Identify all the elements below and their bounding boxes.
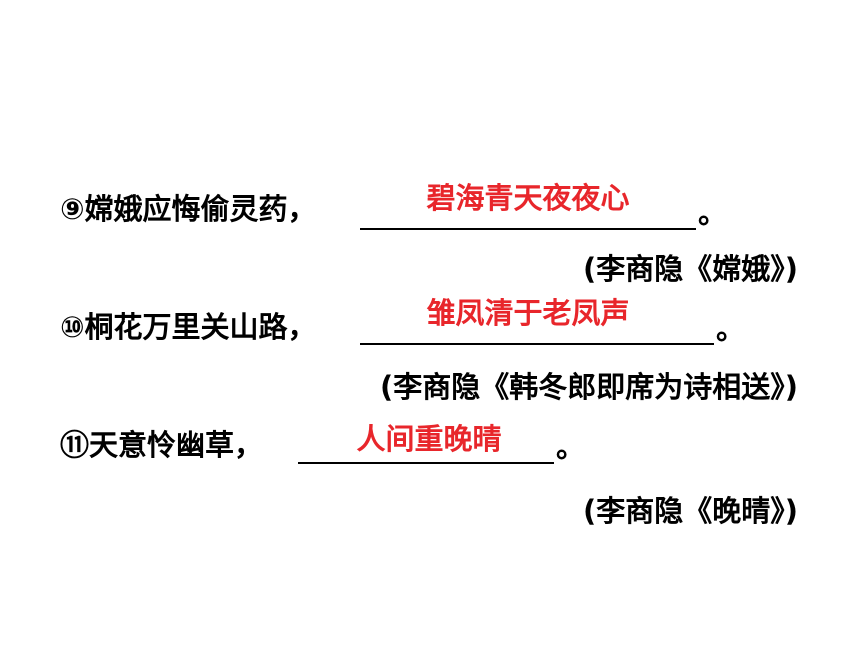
question-10-blank [360,343,714,345]
question-10-prompt: ⑩桐花万里关山路， [60,310,317,344]
question-11-period: 。 [556,430,586,464]
question-10-period: 。 [716,312,746,346]
question-9-blank [360,228,696,230]
question-10-source: (李商隐《韩冬郎即席为诗相送》) [379,370,798,404]
question-9-source: (李商隐《嫦娥》) [582,252,798,286]
question-11-answer: 人间重晚晴 [356,422,502,456]
question-10-answer: 雏凤清于老凤声 [426,296,630,330]
question-11-blank [298,462,554,464]
question-9-period: 。 [698,196,728,230]
question-11-source: (李商隐《晚晴》) [582,494,798,528]
question-9-prompt: ⑨嫦娥应悔偷灵药， [60,192,317,226]
question-11-prompt: ⑪天意怜幽草， [60,428,264,462]
question-9-answer: 碧海青天夜夜心 [426,181,630,215]
